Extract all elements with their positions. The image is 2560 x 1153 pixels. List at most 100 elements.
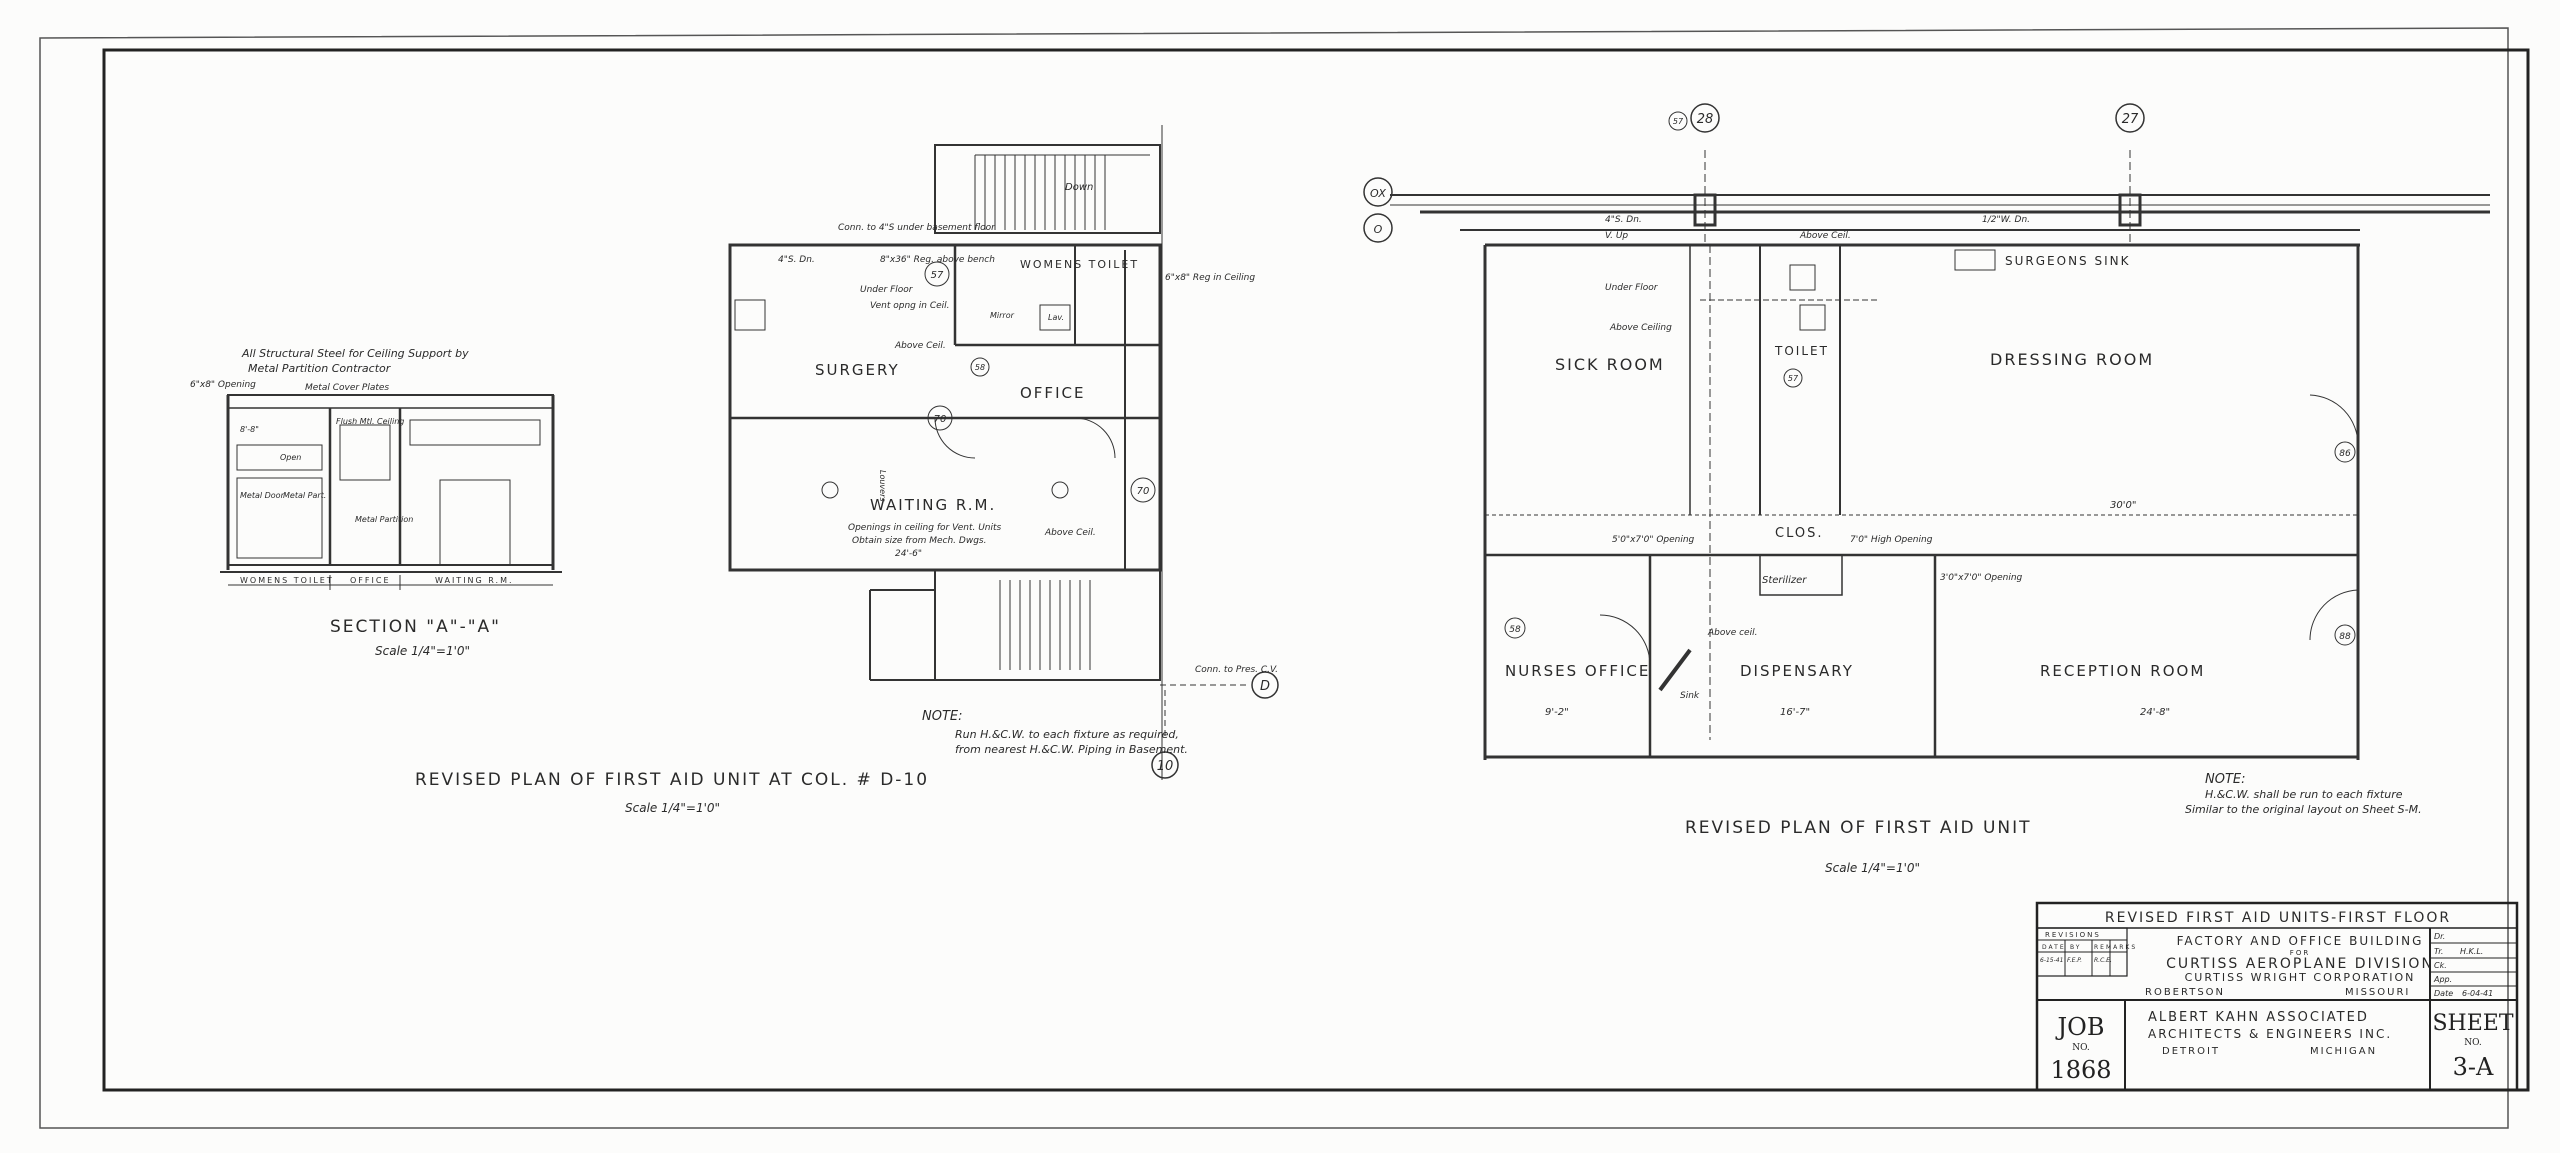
- room-nurses-office: NURSES OFFICE: [1505, 662, 1650, 680]
- plan-label: 5'0"x7'0" Opening: [1612, 535, 1695, 545]
- plan-label: 1/2"W. Dn.: [1982, 215, 2030, 225]
- grid-bubble-d: D: [1260, 679, 1270, 694]
- plan-label: Sterilizer: [1762, 575, 1807, 586]
- plan-label: 24'-6": [895, 549, 922, 559]
- section-label: OFFICE: [350, 576, 391, 585]
- room-office: OFFICE: [1020, 384, 1085, 402]
- plan-label: Down: [1065, 182, 1093, 193]
- tb-sign-value: 6-04-41: [2462, 989, 2493, 998]
- plan-d10-scale: Scale 1/4"=1'0": [625, 801, 720, 815]
- door-tag-58: 58: [975, 363, 985, 372]
- plan-label: Mirror: [990, 311, 1015, 320]
- plan-label: Above Ceil.: [1799, 231, 1851, 241]
- room-womens-toilet: WOMENS TOILET: [1020, 258, 1139, 271]
- plan-label: Above Ceil.: [1044, 528, 1096, 538]
- tb-revisions-label: REVISIONS: [2045, 931, 2101, 939]
- section-label: Open: [280, 453, 301, 462]
- section-note-line-1: All Structural Steel for Ceiling Support…: [241, 347, 469, 360]
- section-label: Flush Mtl. Ceiling: [336, 417, 404, 426]
- plan-d10-drawing: [728, 125, 1279, 780]
- tb-sheet-number: 3-A: [2453, 1053, 2494, 1081]
- room-surgeons-sink: SURGEONS SINK: [2005, 254, 2130, 268]
- grid-bubble-o: O: [1374, 223, 1383, 236]
- plan-label: Under Floor: [1605, 283, 1659, 293]
- plan-label: Openings in ceiling for Vent. Units: [848, 523, 1002, 533]
- section-label: WOMENS TOILET: [240, 576, 334, 585]
- tb-job-number: 1868: [2050, 1056, 2111, 1084]
- plan-label: Vent opng in Ceil.: [870, 301, 950, 311]
- room-dispensary: DISPENSARY: [1740, 662, 1854, 680]
- plan-main-drawing: [1363, 103, 2490, 760]
- tb-division: CURTISS AEROPLANE DIVISION: [2166, 956, 2434, 972]
- tb-rev-cell: R.C.E.: [2094, 957, 2112, 964]
- tb-sheet-title: REVISED FIRST AID UNITS-FIRST FLOOR: [2105, 910, 2451, 926]
- plan-label: Louvers: [878, 470, 887, 502]
- tb-rev-header: DATE: [2042, 944, 2066, 951]
- plan-label: 7'0" High Opening: [1850, 535, 1933, 545]
- tb-rev-cell: 6-15-41: [2040, 957, 2063, 964]
- tb-building: FACTORY AND OFFICE BUILDING: [2177, 934, 2424, 948]
- tb-sign-label: Ck.: [2434, 961, 2447, 970]
- tb-sign-label: Dr.: [2434, 932, 2445, 941]
- plan-main-note-title: NOTE:: [2205, 772, 2246, 787]
- plan-main-note-line-2: Similar to the original layout on Sheet …: [2185, 803, 2422, 816]
- plan-d10-title: REVISED PLAN OF FIRST AID UNIT AT COL. #…: [415, 770, 929, 790]
- plan-label: Conn. to 4"S under basement floor: [838, 223, 996, 233]
- section-label: Metal Door: [240, 491, 285, 500]
- tb-architect-line-2: ARCHITECTS & ENGINEERS INC.: [2148, 1027, 2392, 1041]
- grid-bubble-28: 28: [1697, 112, 1714, 127]
- tb-sheet-label: SHEET: [2432, 1011, 2513, 1036]
- plan-label: 3'0"x7'0" Opening: [1940, 573, 2023, 583]
- tb-city: ROBERTSON: [2145, 987, 2225, 998]
- door-tag-58: 58: [1509, 625, 1521, 635]
- plan-main-title: REVISED PLAN OF FIRST AID UNIT: [1685, 818, 2032, 838]
- section-label: Metal Part.: [283, 491, 326, 500]
- door-tag-57: 57: [1788, 374, 1799, 383]
- tb-sign-value: H.K.L.: [2460, 947, 2483, 956]
- section-aa-title: SECTION "A"-"A": [330, 617, 501, 637]
- tb-sign-label: Date: [2434, 989, 2453, 998]
- grid-bubble-10: 10: [1157, 759, 1174, 774]
- room-waiting: WAITING R.M.: [870, 496, 996, 514]
- dimension-label: 9'-2": [1545, 707, 1569, 718]
- tb-job-no-label: NO.: [2072, 1043, 2090, 1053]
- tb-sign-label: Tr.: [2434, 947, 2443, 956]
- door-tag-88: 88: [2339, 632, 2351, 642]
- tb-arch-city: DETROIT: [2162, 1046, 2220, 1057]
- door-tag-86: 86: [2339, 449, 2351, 459]
- section-label: Metal Cover Plates: [305, 383, 389, 393]
- tb-architect: ALBERT KAHN ASSOCIATED: [2148, 1010, 2369, 1025]
- plan-label: 4"S. Dn.: [1605, 215, 1642, 225]
- grid-bubble-ox: OX: [1370, 187, 1386, 200]
- door-tag-57: 57: [931, 270, 944, 281]
- sheet-border: [102, 48, 2530, 1092]
- dimension-label: 24'-8": [2140, 707, 2170, 718]
- room-surgery: SURGERY: [815, 361, 900, 379]
- tb-arch-state: MICHIGAN: [2310, 1046, 2377, 1057]
- room-closet: CLOS.: [1775, 526, 1823, 541]
- section-aa-scale: Scale 1/4"=1'0": [375, 644, 470, 658]
- plan-label: Lav.: [1048, 313, 1064, 322]
- plan-label: Above Ceil.: [894, 341, 946, 351]
- plan-label: 4"S. Dn.: [778, 255, 815, 265]
- tb-corporation: CURTISS WRIGHT CORPORATION: [2185, 971, 2416, 984]
- section-label: WAITING R.M.: [435, 576, 514, 585]
- plan-d10-note-line-1: Run H.&C.W. to each fixture as required,: [955, 728, 1179, 741]
- section-label: Metal Partition: [355, 515, 413, 524]
- section-note-line-2: Metal Partition Contractor: [248, 362, 392, 375]
- plan-label: Above Ceiling: [1609, 323, 1672, 333]
- tb-state: MISSOURI: [2345, 987, 2410, 998]
- door-tag-57: 57: [1673, 117, 1684, 126]
- plan-label: Above ceil.: [1707, 628, 1757, 638]
- tb-rev-header: REMARKS: [2094, 944, 2137, 951]
- section-label: 6"x8" Opening: [190, 380, 256, 390]
- grid-bubble-27: 27: [2122, 112, 2139, 127]
- plan-label: Under Floor: [860, 285, 914, 295]
- tb-rev-header: BY: [2070, 944, 2081, 951]
- dimension-label: 30'0": [2110, 500, 2136, 511]
- tb-rev-cell: F.E.P.: [2067, 957, 2082, 964]
- dimension-label: 16'-7": [1780, 707, 1810, 718]
- plan-label: V. Up: [1605, 231, 1628, 241]
- plan-label: Sink: [1680, 691, 1700, 701]
- plan-d10-note-title: NOTE:: [922, 709, 963, 724]
